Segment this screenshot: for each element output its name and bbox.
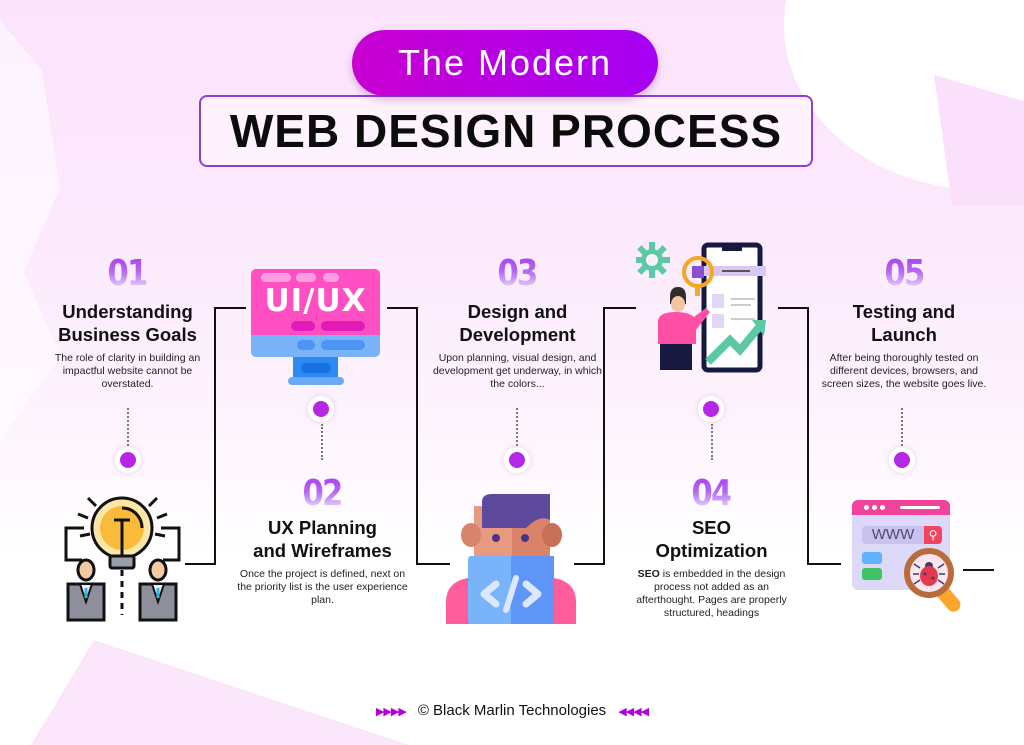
www-label: WWW bbox=[862, 526, 924, 544]
dotted-line bbox=[901, 408, 903, 446]
step-title-line: Business Goals bbox=[58, 324, 197, 345]
step-title-line: Launch bbox=[871, 324, 937, 345]
description-bold: SEO bbox=[637, 568, 660, 580]
page-title: WEB DESIGN PROCESS bbox=[199, 95, 813, 167]
footer: ▶▶▶▶ © Black Marlin Technologies ◀◀◀◀ bbox=[0, 702, 1024, 719]
step-number: 01 bbox=[107, 253, 149, 294]
connector-2-3-bottom bbox=[418, 563, 450, 565]
step-title-line: Design and bbox=[467, 301, 568, 322]
step-title: Design and Development bbox=[430, 300, 605, 346]
step-4: 04 SEO Optimization SEO is embedded in t… bbox=[624, 474, 799, 620]
connector-1-2-top bbox=[214, 307, 246, 309]
connector-5-end bbox=[963, 569, 994, 571]
dotted-line bbox=[516, 408, 518, 446]
background-shape-right bbox=[934, 75, 1024, 205]
step-description: SEO is embedded in the design process no… bbox=[624, 568, 799, 620]
step-title-line: Testing and bbox=[852, 301, 956, 322]
step-title: Understanding Business Goals bbox=[40, 300, 215, 346]
footer-arrows-right: ◀◀◀◀ bbox=[618, 702, 649, 719]
step-title-line: SEO bbox=[691, 517, 732, 538]
step-description: Once the project is defined, next on the… bbox=[237, 568, 408, 606]
step-number: 04 bbox=[691, 473, 733, 514]
connector-2-3 bbox=[387, 307, 418, 565]
step-3: 03 Design and Development Upon planning,… bbox=[430, 254, 605, 391]
bug-testing-browser-icon: WWW ⚲ bbox=[852, 500, 972, 620]
step-title-line: Optimization bbox=[655, 540, 768, 561]
connector-4-5-bottom bbox=[809, 563, 841, 565]
timeline-dot bbox=[504, 447, 530, 473]
step-number: 05 bbox=[884, 253, 925, 294]
step-2: 02 UX Planning and Wireframes Once the p… bbox=[235, 474, 410, 607]
step-number: 02 bbox=[302, 473, 344, 514]
step-5: 05 Testing and Launch After being thorou… bbox=[815, 254, 993, 391]
connector-3-4-vert bbox=[603, 307, 636, 565]
timeline-dot bbox=[889, 447, 915, 473]
step-number: 03 bbox=[497, 253, 539, 294]
step-description: Upon planning, visual design, and develo… bbox=[432, 352, 603, 390]
subtitle-pill: The Modern bbox=[352, 30, 658, 96]
copyright-text: © Black Marlin Technologies bbox=[417, 702, 607, 719]
step-title-line: Development bbox=[459, 324, 576, 345]
timeline-dot bbox=[698, 396, 724, 422]
arrow-right-icons: ▶▶▶▶ bbox=[375, 706, 407, 718]
dotted-line bbox=[711, 424, 713, 460]
step-title: UX Planning and Wireframes bbox=[235, 516, 410, 562]
timeline-dot bbox=[115, 447, 141, 473]
connector-1-2 bbox=[185, 307, 216, 565]
step-title: SEO Optimization bbox=[624, 516, 799, 562]
step-1: 01 Understanding Business Goals The role… bbox=[40, 254, 215, 391]
timeline-dot bbox=[308, 396, 334, 422]
lightbulb-team-icon bbox=[64, 496, 181, 622]
arrow-left-icons: ◀◀◀◀ bbox=[618, 706, 649, 718]
search-icon: ⚲ bbox=[924, 526, 942, 544]
description-text: is embedded in the design process not ad… bbox=[636, 568, 787, 619]
background-shape-bottom-left bbox=[10, 640, 430, 745]
dotted-line bbox=[127, 408, 129, 446]
ui-ux-label: UI/UX bbox=[264, 283, 367, 319]
step-description: The role of clarity in building an impac… bbox=[54, 352, 201, 390]
step-description: After being thoroughly tested on differe… bbox=[821, 352, 987, 390]
step-title-line: UX Planning bbox=[268, 517, 377, 538]
footer-arrows-left: ▶▶▶▶ bbox=[375, 702, 407, 719]
connector-3-4 bbox=[574, 563, 605, 565]
seo-analytics-icon bbox=[636, 242, 766, 373]
step-title-line: and Wireframes bbox=[253, 540, 392, 561]
developer-code-icon bbox=[446, 494, 576, 624]
ui-ux-monitor-icon: UI/UX bbox=[251, 269, 380, 387]
step-title: Testing and Launch bbox=[815, 300, 993, 346]
background-shape-right-circle bbox=[784, 0, 1024, 190]
step-title-line: Understanding bbox=[62, 301, 193, 322]
connector-4-5 bbox=[778, 307, 809, 565]
dotted-line bbox=[321, 424, 323, 460]
